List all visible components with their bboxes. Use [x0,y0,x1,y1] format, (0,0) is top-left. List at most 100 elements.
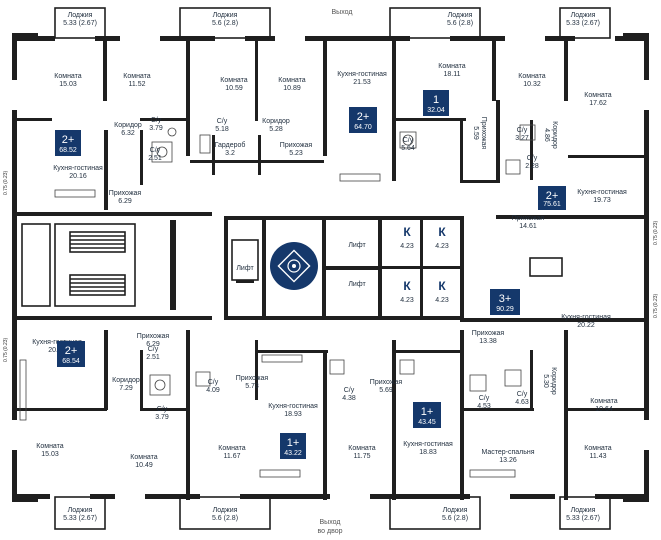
room-name: Коридор [551,121,558,149]
room-label-r32: С/у4.09 [206,379,220,394]
room-name: Комната [130,454,158,461]
room-area: 4.38 [342,395,356,402]
room-name: Комната [518,73,546,80]
unit-badge-bg [490,289,520,315]
room-area: 11.75 [354,453,371,460]
room-name: Мастер-спальня [481,449,534,456]
room-name: Комната [584,92,612,99]
unit-rooms: 2+ [357,111,370,123]
room-name: Гардероб [215,141,246,149]
room-name: Лоджия [448,12,473,19]
room-area: 20.16 [69,173,87,180]
unit-badge-u8: 1+43.45 [413,402,441,428]
k-cell-letter: К [438,225,446,239]
unit-badge-u3: 132.04 [423,90,449,116]
room-name: Комната [54,73,82,80]
room-name: Кухня-гостиная [268,403,318,410]
fixtures [19,124,536,478]
room-area: 15.03 [41,451,59,458]
k-cell-area: 4.23 [435,297,449,304]
unit-area: 64.70 [354,124,372,131]
lift-label: Лифт [236,265,254,272]
room-area: 15.03 [59,81,77,88]
room-name: С/у [148,346,159,353]
room-name: Кухня-гостиная [337,71,387,78]
unit-badge-bg [413,402,441,428]
room-name: С/у [479,395,490,402]
room-label-r18: С/у5.64 [401,137,415,152]
unit-rooms: 2+ [65,345,78,357]
exit-top-label: Выход [332,9,353,16]
stairwell [21,220,176,310]
room-name: Комната [590,398,618,405]
room-area: 3.2 [225,150,235,157]
unit-badge-bg [423,90,449,116]
exit-bottom-label-1: Выход [320,519,341,526]
room-name: Комната [584,445,612,452]
room-area: 5.18 [215,126,229,133]
room-label-r22: С/у2.28 [525,155,539,170]
room-area: 3.79 [155,414,169,421]
room-name: С/у [217,118,228,125]
room-area: 18.83 [419,449,437,456]
room-area: 10.89 [283,85,301,92]
room-area: 10.32 [523,81,541,88]
room-name: Комната [278,77,306,84]
k-cell-letter: К [403,225,411,239]
side-label-right-top: 0.75 (0.23) [653,220,659,245]
unit-area: 43.45 [418,419,436,426]
unit-rooms: 1+ [287,437,300,449]
unit-badges: 2+68.522+64.70132.042+75.613+90.292+68.5… [55,90,566,459]
room-area: 5.33 (2.67) [566,515,600,522]
unit-rooms: 2+ [62,134,75,146]
room-area: 10.49 [135,462,153,469]
compass-logo [270,242,318,290]
room-area: 5.28 [269,126,283,133]
room-area: 11.52 [129,81,146,88]
interior-walls [17,41,644,500]
room-area: 13.38 [479,338,497,345]
room-name: Кухня-гостиная [561,314,611,321]
side-label-left-bottom: 0.75 (0.23) [3,337,9,362]
unit-badge-bg [55,130,81,156]
room-area: 2.51 [148,155,162,162]
unit-rooms: 1+ [421,406,434,418]
room-area: 11.67 [224,453,241,460]
room-name: Коридор [262,118,290,125]
room-area: 5.6 (2.8) [447,20,473,27]
room-area: 5.33 (2.67) [63,20,97,27]
unit-area: 68.54 [62,358,80,365]
unit-badge-u5: 3+90.29 [490,289,520,315]
room-label-r42: С/у4.63 [515,391,529,406]
room-area: 6.29 [146,341,160,348]
room-area: 5.33 (2.67) [566,20,600,27]
room-area: 5.30 [542,374,549,388]
room-area: 5.23 [289,150,303,157]
unit-badge-u2: 2+64.70 [349,107,377,133]
room-area: 11.43 [590,453,607,460]
room-area: 5.6 (2.8) [212,20,238,27]
side-label-right-bottom: 0.75 (0.23) [653,293,659,318]
room-name: С/у [208,379,219,386]
room-name: С/у [344,387,355,394]
